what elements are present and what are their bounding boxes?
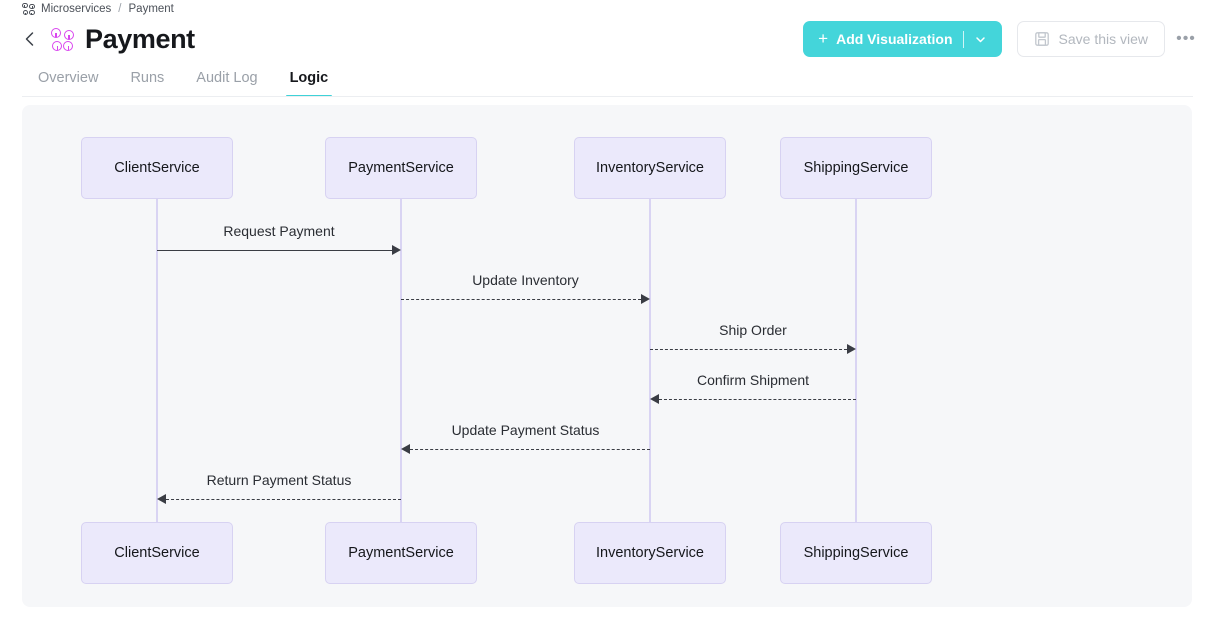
message-arrowhead-0 <box>392 245 401 255</box>
cluster-icon <box>22 3 35 16</box>
tab-audit-log[interactable]: Audit Log <box>180 60 273 96</box>
tab-logic[interactable]: Logic <box>274 60 345 96</box>
add-visualization-label: Add Visualization <box>836 31 952 47</box>
breadcrumb-root[interactable]: Microservices <box>41 3 111 15</box>
message-line-2 <box>650 349 847 350</box>
tab-runs[interactable]: Runs <box>114 60 180 96</box>
lifeline-inventoryservice <box>649 199 651 522</box>
back-button[interactable] <box>18 28 40 50</box>
tab-bar: Overview Runs Audit Log Logic <box>0 60 1215 97</box>
tab-label: Runs <box>130 70 164 86</box>
participant-label: ClientService <box>114 545 199 561</box>
add-visualization-button[interactable]: + Add Visualization <box>803 21 1001 57</box>
diagram-canvas[interactable]: ClientServiceClientServicePaymentService… <box>22 105 1192 607</box>
page-title-icon <box>50 26 76 52</box>
tab-label: Logic <box>290 70 329 86</box>
header-actions: + Add Visualization Save this view ••• <box>803 21 1215 57</box>
participant-clientservice-bottom[interactable]: ClientService <box>81 522 233 584</box>
page-title: Payment <box>85 26 195 53</box>
message-label-1: Update Inventory <box>472 272 579 288</box>
participant-label: PaymentService <box>348 160 454 176</box>
participant-paymentservice-bottom[interactable]: PaymentService <box>325 522 477 584</box>
participant-paymentservice-top[interactable]: PaymentService <box>325 137 477 199</box>
participant-inventoryservice-bottom[interactable]: InventoryService <box>574 522 726 584</box>
message-label-4: Update Payment Status <box>452 422 600 438</box>
participant-label: ShippingService <box>804 160 909 176</box>
participant-shippingservice-top[interactable]: ShippingService <box>780 137 932 199</box>
message-line-0 <box>157 250 392 251</box>
participant-label: PaymentService <box>348 545 454 561</box>
message-arrowhead-4 <box>401 444 410 454</box>
participant-label: InventoryService <box>596 545 704 561</box>
button-divider <box>963 31 964 48</box>
tab-overview[interactable]: Overview <box>22 60 114 96</box>
message-line-4 <box>410 449 650 450</box>
message-line-1 <box>401 299 641 300</box>
participant-label: InventoryService <box>596 160 704 176</box>
message-label-3: Confirm Shipment <box>697 372 809 388</box>
tab-label: Overview <box>38 70 98 86</box>
overflow-menu-button[interactable]: ••• <box>1171 24 1201 54</box>
participant-inventoryservice-top[interactable]: InventoryService <box>574 137 726 199</box>
page-header: Payment + Add Visualization Save this vi… <box>0 18 1215 60</box>
lifeline-clientservice <box>156 199 158 522</box>
plus-icon: + <box>818 30 828 47</box>
chevron-down-icon[interactable] <box>974 33 987 46</box>
participant-label: ClientService <box>114 160 199 176</box>
message-arrowhead-5 <box>157 494 166 504</box>
message-arrowhead-2 <box>847 344 856 354</box>
message-label-5: Return Payment Status <box>207 472 352 488</box>
tab-label: Audit Log <box>196 70 257 86</box>
breadcrumb-separator: / <box>118 3 121 15</box>
message-label-0: Request Payment <box>223 223 334 239</box>
chevron-left-icon <box>24 31 35 47</box>
message-line-5 <box>166 499 401 500</box>
message-arrowhead-1 <box>641 294 650 304</box>
breadcrumb: Microservices / Payment <box>22 0 174 18</box>
save-disk-icon <box>1034 31 1050 47</box>
message-line-3 <box>659 399 856 400</box>
message-label-2: Ship Order <box>719 322 787 338</box>
message-arrowhead-3 <box>650 394 659 404</box>
lifeline-shippingservice <box>855 199 857 522</box>
participant-label: ShippingService <box>804 545 909 561</box>
breadcrumb-current[interactable]: Payment <box>129 3 174 15</box>
save-this-view-button[interactable]: Save this view <box>1017 21 1165 57</box>
sequence-diagram: ClientServiceClientServicePaymentService… <box>22 105 1192 607</box>
cluster-icon <box>51 28 74 51</box>
save-this-view-label: Save this view <box>1059 31 1148 47</box>
ellipsis-icon: ••• <box>1176 30 1196 48</box>
participant-shippingservice-bottom[interactable]: ShippingService <box>780 522 932 584</box>
participant-clientservice-top[interactable]: ClientService <box>81 137 233 199</box>
